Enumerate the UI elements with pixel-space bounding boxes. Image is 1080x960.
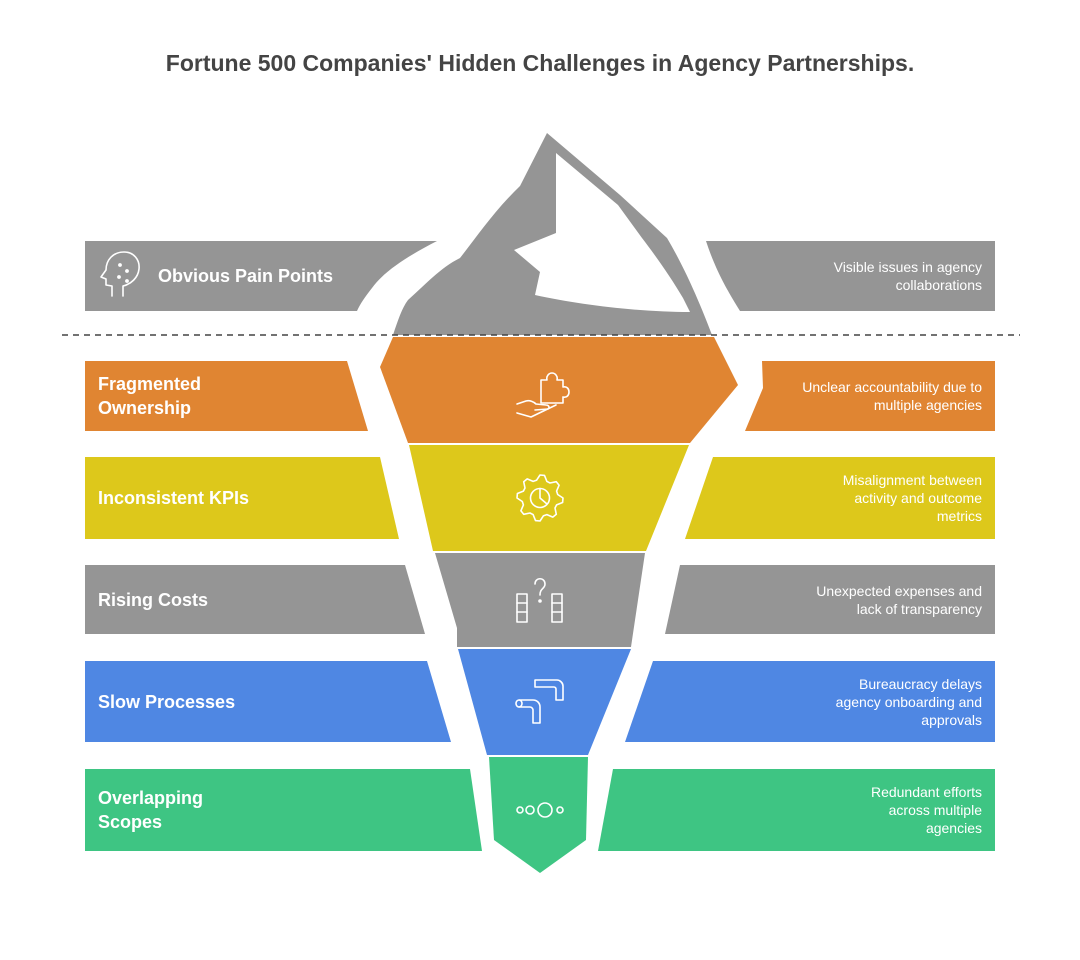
right-bar-slow-processes [625, 661, 995, 742]
question-columns-icon [516, 577, 563, 623]
left-bar-rising-costs [85, 565, 425, 634]
level-desc-inconsistent-kpis: Misalignment between activity and outcom… [842, 472, 982, 524]
right-bar-obvious-pain-points [706, 241, 995, 311]
level-label-overlapping-scopes: Overlapping Scopes [98, 788, 204, 832]
level-label-obvious-pain-points: Obvious Pain Points [158, 266, 334, 286]
head-thinking-icon [100, 251, 140, 297]
level-desc-slow-processes: Bureaucracy delays agency onboarding and… [835, 675, 982, 728]
right-bar-overlapping-scopes [598, 769, 995, 851]
level-desc-overlapping-scopes: Redundant efforts across multiple agenci… [870, 784, 982, 836]
band-slow-processes [85, 649, 995, 755]
level-desc-obvious-pain-points: Visible issues in agency collaborations [833, 259, 982, 293]
right-bar-inconsistent-kpis [685, 457, 995, 539]
level-label-rising-costs: Rising Costs [98, 589, 209, 610]
band-obvious-pain-points [85, 133, 995, 335]
gear-chart-icon [516, 474, 564, 522]
left-bar-overlapping-scopes [85, 769, 482, 851]
iceberg-tip-snow [514, 153, 690, 312]
iceberg-segment-fragmented-ownership [380, 337, 738, 443]
circles-icon [516, 802, 564, 818]
left-bar-slow-processes [85, 661, 451, 742]
right-bar-fragmented-ownership [745, 361, 995, 431]
iceberg-segment-overlapping-scopes [489, 757, 588, 873]
left-bar-inconsistent-kpis [85, 457, 399, 539]
right-bar-rising-costs [665, 565, 995, 634]
hand-puzzle-icon [516, 372, 570, 418]
iceberg-segment-slow-processes [458, 649, 631, 755]
left-bar-fragmented-ownership [85, 361, 368, 431]
level-desc-rising-costs: Unexpected expenses and lack of transpar… [816, 582, 982, 617]
left-bar-obvious-pain-points [85, 241, 437, 311]
level-desc-fragmented-ownership: Unclear accountability due to multiple a… [802, 379, 982, 413]
level-label-fragmented-ownership: Fragmented Ownership [98, 374, 202, 418]
diagram-title: Fortune 500 Companies' Hidden Challenges… [165, 50, 915, 76]
level-label-inconsistent-kpis: Inconsistent KPIs [98, 488, 250, 508]
band-overlapping-scopes [85, 757, 995, 873]
level-label-slow-processes: Slow Processes [98, 691, 236, 712]
pipe-icon [515, 679, 564, 724]
band-fragmented-ownership [85, 337, 995, 443]
